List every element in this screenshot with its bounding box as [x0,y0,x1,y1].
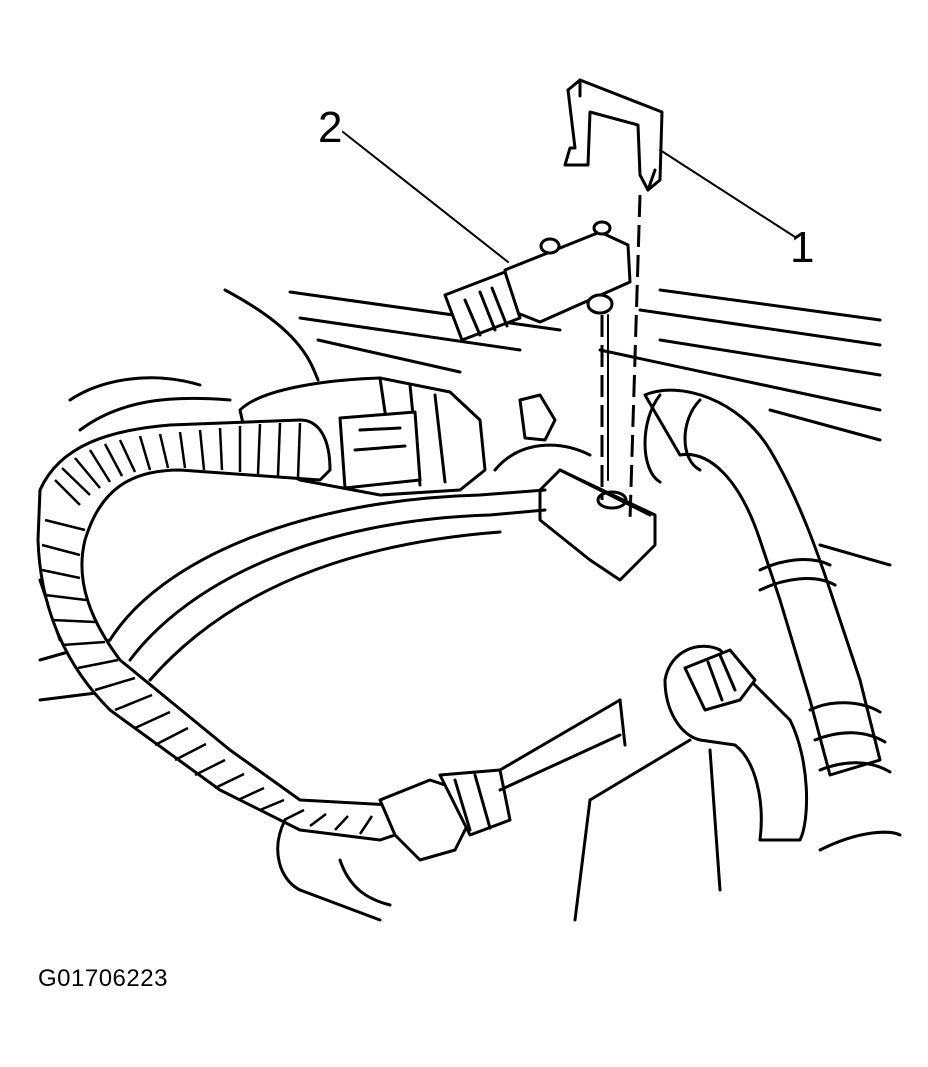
wire-harness [36,418,412,842]
engine-background-lines [38,288,892,702]
retaining-clip [563,78,664,192]
sensor-wires [108,488,547,682]
coolant-hose [643,388,892,777]
callout-label-1: 1 [790,223,815,272]
leader-lines [342,131,796,263]
lower-hose-clamp [573,644,809,922]
sensor-component [443,220,632,342]
lower-engine-block [276,818,902,922]
mounting-bracket [493,393,657,582]
alignment-lines [600,194,642,521]
figure-id: G01706223 [38,965,168,992]
lower-connector [378,698,627,862]
callout-label-2: 2 [318,103,343,152]
